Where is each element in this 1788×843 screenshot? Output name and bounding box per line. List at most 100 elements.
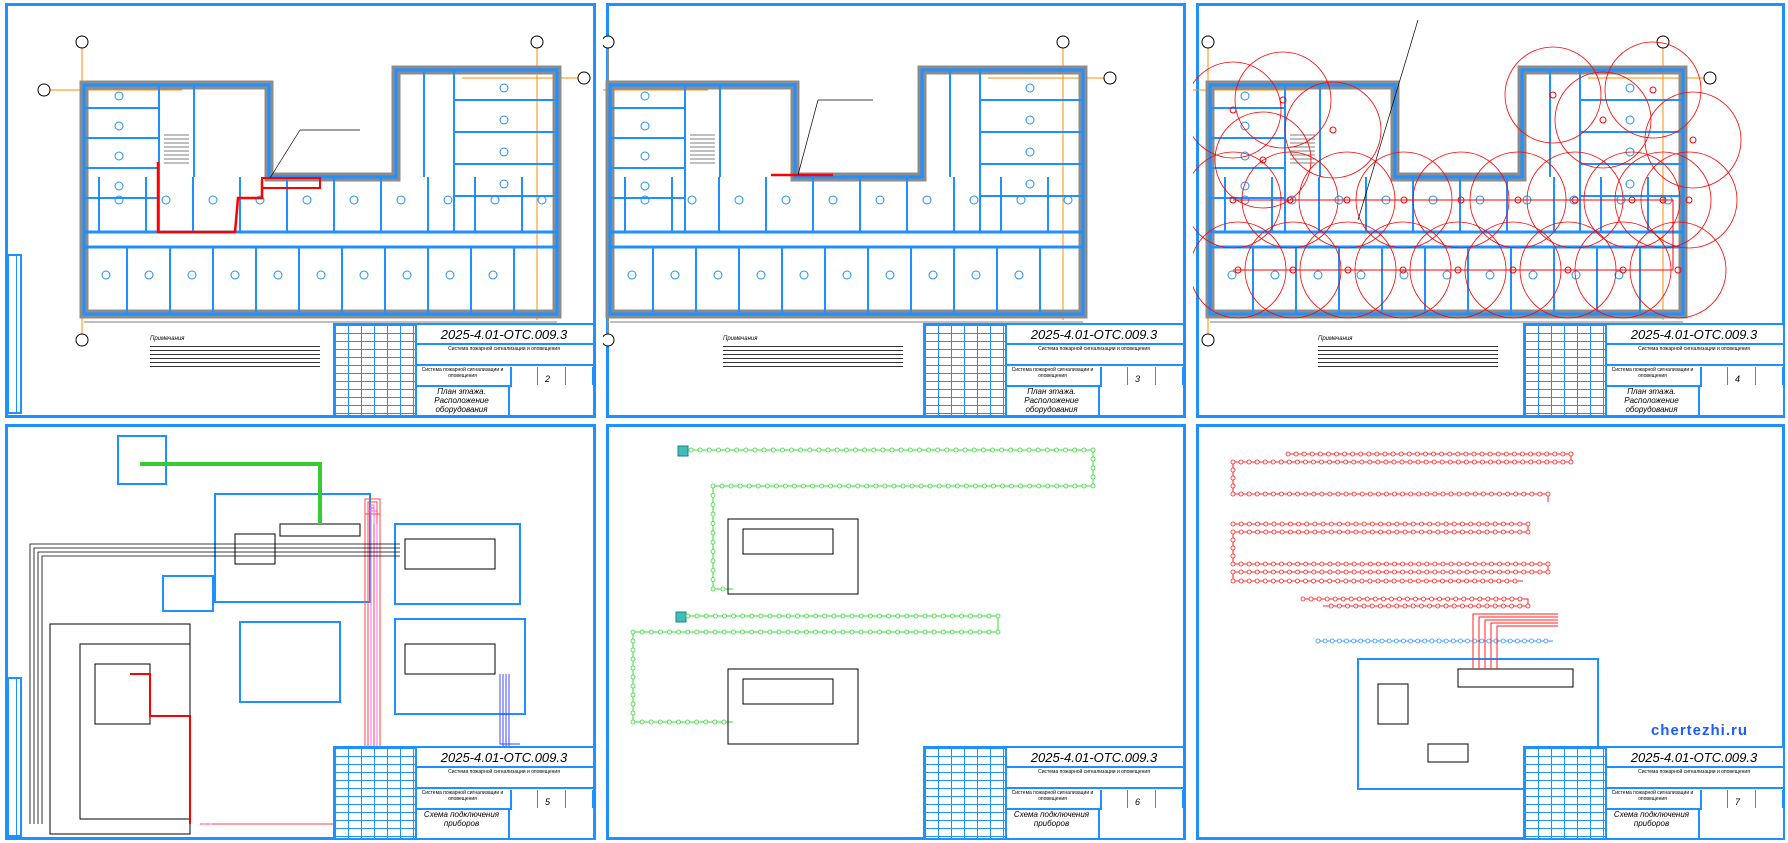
detector xyxy=(1472,561,1478,567)
detector xyxy=(1246,529,1252,535)
detector xyxy=(972,483,978,489)
detector xyxy=(758,629,764,635)
detector xyxy=(764,483,770,489)
detector xyxy=(1423,578,1429,584)
detector xyxy=(1319,459,1324,465)
detector xyxy=(1254,459,1260,465)
room-tag xyxy=(114,181,124,191)
room-tag xyxy=(687,195,697,205)
detector xyxy=(782,483,788,489)
detector xyxy=(1392,561,1397,567)
detector xyxy=(630,710,636,716)
room-tag xyxy=(488,270,498,280)
room-tag xyxy=(230,270,240,280)
detector xyxy=(1327,578,1333,584)
detector xyxy=(1443,521,1449,527)
receiver-box xyxy=(727,668,859,745)
detector xyxy=(843,447,849,453)
detector xyxy=(1262,569,1268,575)
detector xyxy=(1328,603,1334,609)
detector xyxy=(1509,603,1515,609)
detector xyxy=(1286,578,1292,584)
detector xyxy=(1422,638,1428,644)
detector xyxy=(1509,529,1515,535)
detector xyxy=(1311,459,1316,465)
detector xyxy=(773,483,779,489)
detector xyxy=(1431,451,1436,457)
detector xyxy=(1378,521,1383,527)
notes: Примечания xyxy=(723,336,903,370)
detector xyxy=(712,613,718,619)
detector xyxy=(1448,578,1453,584)
device-frame xyxy=(394,618,526,715)
detector xyxy=(1294,459,1300,465)
detector xyxy=(1279,529,1285,535)
detector xyxy=(1351,491,1357,497)
detector xyxy=(1278,459,1284,465)
detector xyxy=(776,629,782,635)
detector xyxy=(1391,459,1397,465)
title-block: 2025-4.01-ОТС.009.3 Система пожарной сиг… xyxy=(333,746,595,840)
detector xyxy=(1312,529,1318,535)
detector xyxy=(1335,491,1341,497)
org-text: Система пожарной сигнализации и оповещен… xyxy=(1605,344,1783,366)
detector xyxy=(710,577,716,583)
detector xyxy=(731,613,736,619)
detector xyxy=(710,530,716,536)
detector xyxy=(1536,638,1542,644)
wire xyxy=(33,547,400,824)
sheet-frame xyxy=(1196,424,1785,840)
detector xyxy=(837,483,843,489)
room-tag xyxy=(928,270,938,280)
detector xyxy=(1270,459,1276,465)
building-wall xyxy=(79,65,562,319)
cabinet xyxy=(49,623,191,835)
detector xyxy=(858,629,864,635)
detector xyxy=(721,719,727,725)
room-tag xyxy=(499,115,509,125)
detector xyxy=(1552,451,1558,457)
detector xyxy=(991,483,996,489)
room-tag xyxy=(799,270,809,280)
detector xyxy=(1424,569,1430,575)
detector xyxy=(1453,596,1459,602)
detector xyxy=(1230,483,1236,489)
detector xyxy=(1359,561,1365,567)
drawing-name: План этажа. Расположение оборудования xyxy=(415,386,510,415)
detector xyxy=(1497,491,1502,497)
detector xyxy=(1320,521,1326,527)
detector xyxy=(630,656,636,662)
detector xyxy=(1431,459,1437,465)
detector xyxy=(1495,451,1501,457)
detector xyxy=(703,613,709,619)
detector xyxy=(867,629,873,635)
detector xyxy=(1379,638,1385,644)
detector xyxy=(770,447,776,453)
detector xyxy=(1263,521,1269,527)
detector xyxy=(822,613,828,619)
room-tag xyxy=(114,91,124,101)
detector xyxy=(1353,603,1359,609)
room-tag xyxy=(1528,270,1538,280)
detector xyxy=(1230,521,1236,527)
cable-route xyxy=(156,162,264,234)
smoke-detector xyxy=(1549,91,1557,99)
detector xyxy=(1301,451,1307,457)
room-tag xyxy=(640,91,650,101)
room-tag xyxy=(1025,179,1035,189)
room-tag xyxy=(1356,270,1366,280)
detector xyxy=(1456,569,1462,575)
detector xyxy=(1072,447,1078,453)
wiring-diagram xyxy=(630,445,1096,745)
detector xyxy=(1402,603,1408,609)
detector xyxy=(849,613,855,619)
room-tag xyxy=(208,195,218,205)
cable-bundle-green xyxy=(140,462,322,524)
detector xyxy=(1464,491,1470,497)
detector xyxy=(1568,459,1574,465)
detector xyxy=(776,613,782,619)
room-tag xyxy=(1014,270,1024,280)
detector xyxy=(1501,596,1507,602)
detector xyxy=(922,613,928,619)
detector xyxy=(1230,561,1236,567)
